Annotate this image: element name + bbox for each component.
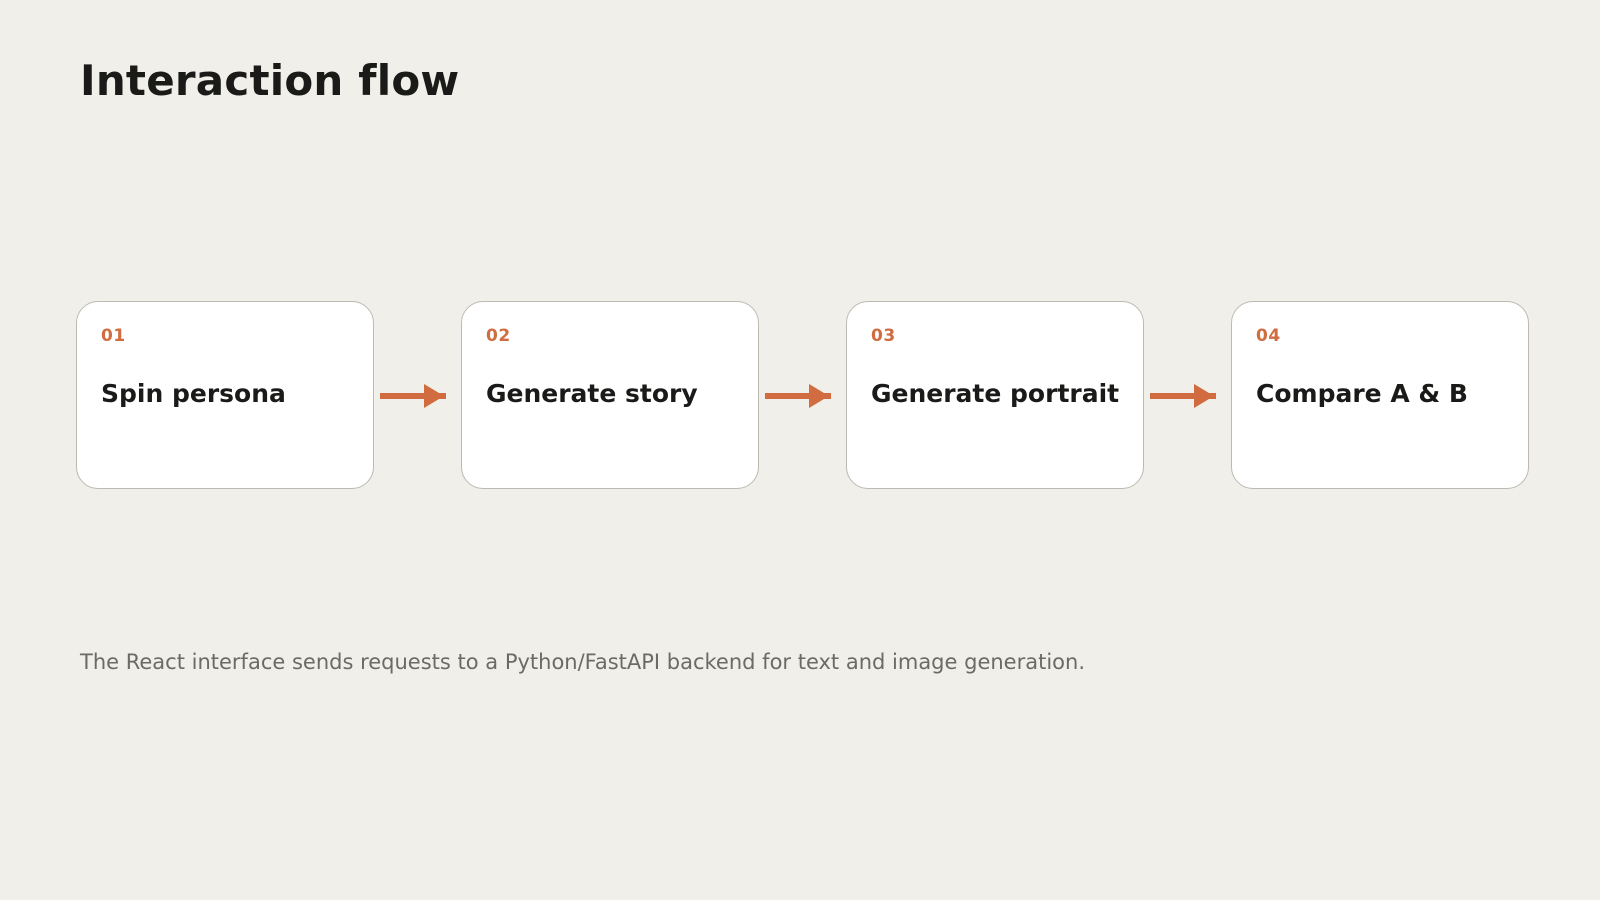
step-number: 04 bbox=[1256, 326, 1281, 346]
step-label: Generate portrait bbox=[871, 379, 1120, 408]
step-card-4: 04 Compare A & B bbox=[1231, 301, 1529, 489]
step-number: 03 bbox=[871, 326, 896, 346]
step-number: 01 bbox=[101, 326, 126, 346]
step-label: Spin persona bbox=[101, 379, 286, 408]
arrow-right-icon bbox=[765, 384, 831, 408]
flow-caption: The React interface sends requests to a … bbox=[80, 650, 1085, 674]
step-card-1: 01 Spin persona bbox=[76, 301, 374, 489]
arrow-right-icon bbox=[380, 384, 446, 408]
step-label: Generate story bbox=[486, 379, 698, 408]
page-title: Interaction flow bbox=[80, 56, 460, 105]
step-card-3: 03 Generate portrait bbox=[846, 301, 1144, 489]
step-label: Compare A & B bbox=[1256, 379, 1468, 408]
arrow-right-icon bbox=[1150, 384, 1216, 408]
step-number: 02 bbox=[486, 326, 511, 346]
step-card-2: 02 Generate story bbox=[461, 301, 759, 489]
